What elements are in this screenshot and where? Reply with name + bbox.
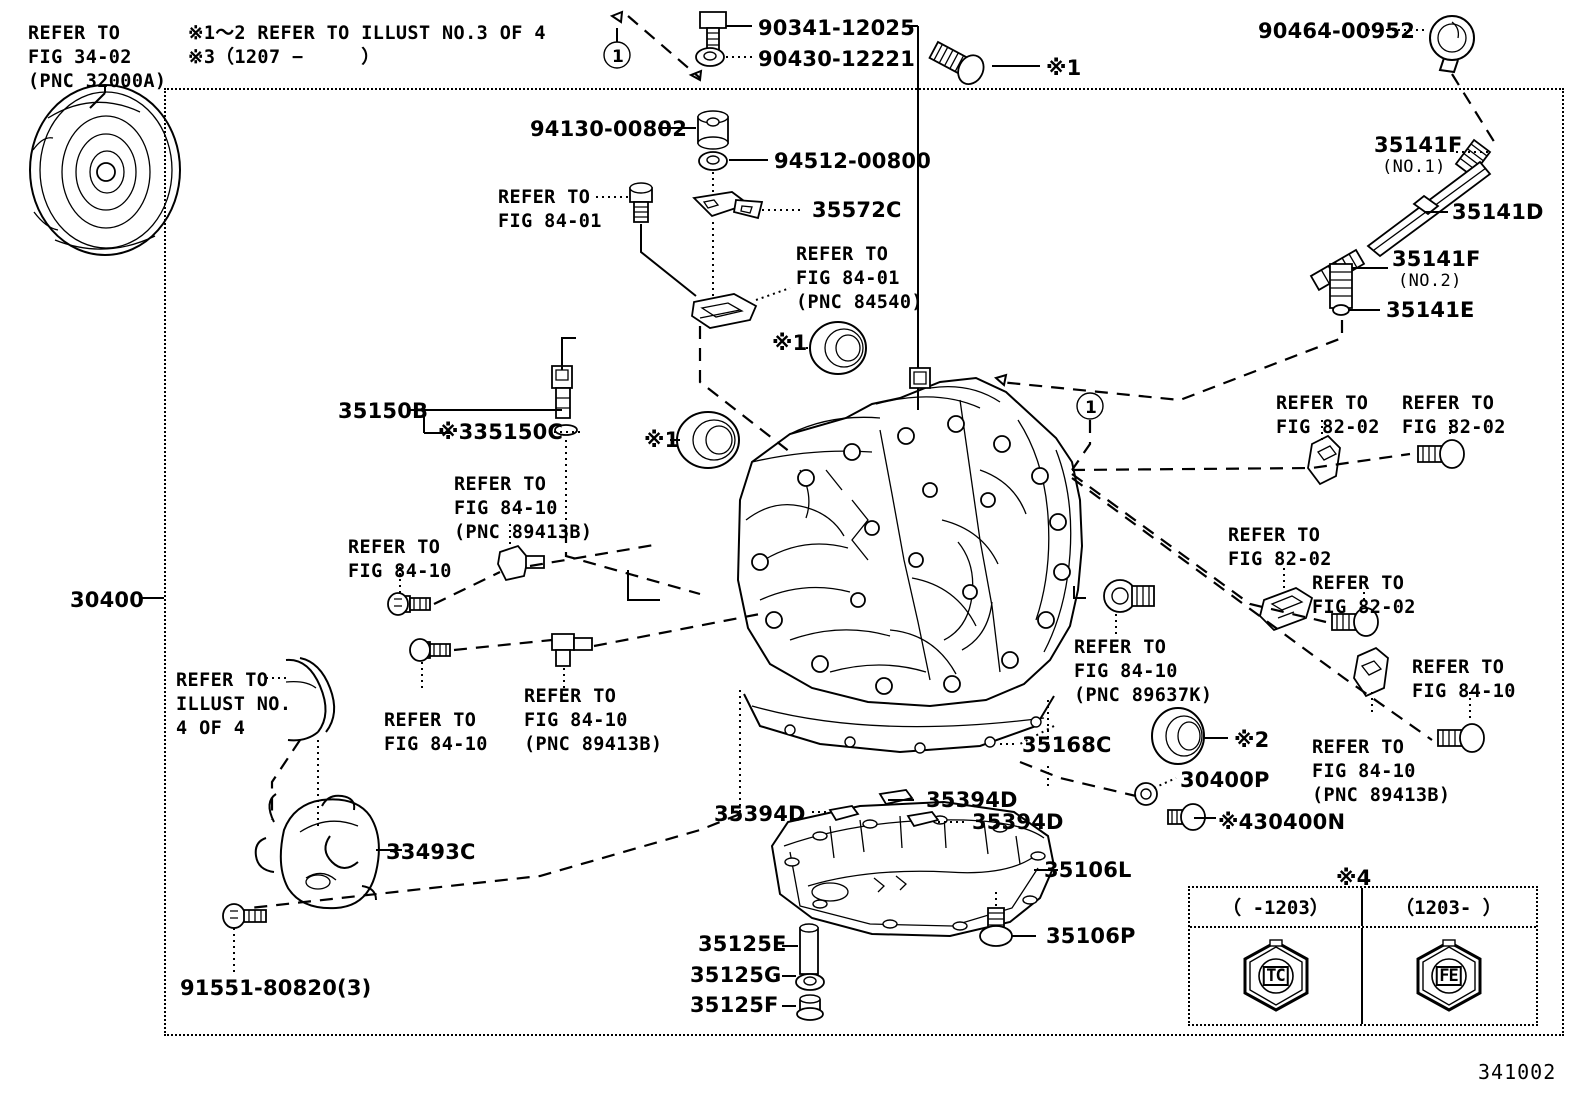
part-35141D-label: 35141D — [1452, 200, 1544, 224]
part-35141F-no2-sub-label: (NO.2) — [1398, 271, 1462, 291]
part-90464-label: 90464-00952 — [1258, 19, 1416, 43]
part-35150C-label: ※335150C — [438, 420, 564, 444]
diagram-frame — [164, 88, 1564, 1036]
part-35572C-label: 35572C — [812, 198, 902, 222]
part-94512-label: 94512-00800 — [774, 149, 932, 173]
ref-fig-84-10-f-label: REFER TO FIG 84-10 — [1412, 657, 1516, 702]
part-35150B-label: 35150B — [338, 399, 429, 423]
part-35106L-label: 35106L — [1044, 858, 1132, 882]
callout-circle-1-a-label: 1 — [612, 47, 625, 67]
star1-marker-c: ※1 — [644, 428, 680, 452]
ref-illust-no4-label: REFER TO ILLUST NO. 4 OF 4 — [176, 670, 292, 739]
ref-fig-84-10-d-label: REFER TO FIG 84-10 (PNC 89413B) — [524, 686, 663, 755]
note-1-label: ※1～2 REFER TO ILLUST NO.3 OF 4 — [188, 23, 546, 44]
torque-converter-ref-label: REFER TO FIG 34-02 (PNC 32000A) — [28, 23, 167, 92]
star1-marker-b: ※1 — [772, 331, 808, 355]
part-35168C-label: 35168C — [1022, 733, 1112, 757]
part-30400-label: 30400 — [70, 588, 145, 612]
part-35141E-label: 35141E — [1386, 298, 1475, 322]
drain-plug-tc-icon: TC — [1239, 939, 1313, 1013]
part-35394D-b-label: 35394D — [926, 788, 1018, 812]
star2-marker: ※2 — [1234, 728, 1270, 752]
ref-fig-84-10-e-label: REFER TO FIG 84-10 (PNC 89637K) — [1074, 637, 1213, 706]
part-94130-label: 94130-00802 — [530, 117, 688, 141]
ref-fig-84-10-a-label: REFER TO FIG 84-10 (PNC 89413B) — [454, 474, 593, 543]
legend-mark-col2: FE — [1435, 966, 1462, 986]
legend-cell-col2: FE — [1361, 928, 1534, 1024]
ref-fig-84-10-g-label: REFER TO FIG 84-10 (PNC 89413B) — [1312, 737, 1451, 806]
legend-header-col1: （ -1203） — [1222, 897, 1329, 919]
ref-fig-84-10-b-label: REFER TO FIG 84-10 — [348, 537, 452, 582]
ref-fig-82-02-c-label: REFER TO FIG 82-02 — [1228, 525, 1332, 570]
part-35106P-label: 35106P — [1046, 924, 1136, 948]
diagram-id-number: 341002 — [1478, 1060, 1557, 1084]
part-33493C-label: 33493C — [386, 840, 476, 864]
part-35141F-no2-label: 35141F — [1392, 247, 1481, 271]
legend-header-row: （ -1203） （1203- ） — [1190, 888, 1536, 928]
callout-circle-1-b-label: 1 — [1085, 398, 1098, 418]
part-35394D-a-label: 35394D — [714, 802, 806, 826]
legend-table: （ -1203） （1203- ） TC — [1188, 886, 1538, 1026]
part-35394D-c-label: 35394D — [972, 810, 1064, 834]
part-30400N-label: ※430400N — [1218, 810, 1346, 834]
legend-header-col2: （1203- ） — [1361, 888, 1534, 926]
drain-plug-fe-icon: FE — [1412, 939, 1486, 1013]
ref-fig-82-02-a-label: REFER TO FIG 82-02 — [1276, 393, 1380, 438]
part-90430-label: 90430-12221 — [758, 47, 916, 71]
part-90341-label: 90341-12025 — [758, 16, 916, 40]
star1-marker-a: ※1 — [1046, 56, 1082, 80]
legend-body-row: TC FE — [1190, 928, 1536, 1024]
ref-fig-84-01-a-label: REFER TO FIG 84-01 — [498, 187, 602, 232]
ref-fig-82-02-d-label: REFER TO FIG 82-02 — [1312, 573, 1416, 618]
legend-mark-col1: TC — [1262, 966, 1289, 986]
ref-fig-84-10-c-label: REFER TO FIG 84-10 — [384, 710, 488, 755]
part-30400P-label: 30400P — [1180, 768, 1270, 792]
part-35125F-label: 35125F — [690, 993, 779, 1017]
part-35141F-no1-label: 35141F — [1374, 133, 1463, 157]
legend-cell-col1: TC — [1190, 928, 1361, 1024]
part-35125G-label: 35125G — [690, 963, 782, 987]
torque-converter-art — [29, 84, 182, 256]
part-35125E-label: 35125E — [698, 932, 787, 956]
part-35141F-no1-sub-label: (NO.1) — [1382, 157, 1446, 177]
ref-fig-82-02-b-label: REFER TO FIG 82-02 — [1402, 393, 1506, 438]
note-2-label: ※3（1207 − ） — [188, 47, 381, 68]
ref-fig-84-01-b-label: REFER TO FIG 84-01 (PNC 84540) — [796, 244, 923, 313]
part-91551-label: 91551-80820(3) — [180, 976, 372, 1000]
